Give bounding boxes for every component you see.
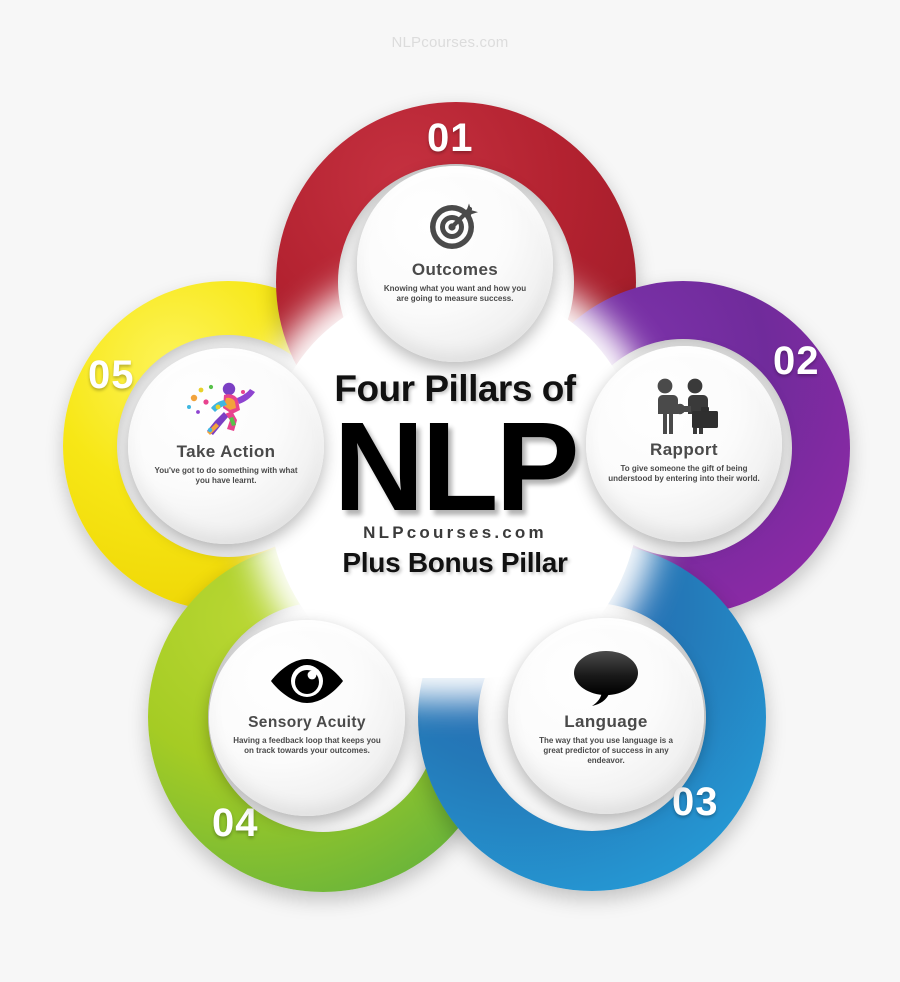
pillar-desc-language: The way that you use language is a great… xyxy=(539,736,673,766)
center-line-4: Plus Bonus Pillar xyxy=(342,546,568,578)
pillar-title-language: Language xyxy=(564,712,648,731)
pillar-desc-rapport: To give someone the gift of being unders… xyxy=(608,464,760,484)
speech-bubble-icon xyxy=(566,648,646,710)
ring-number-02: 02 xyxy=(773,339,820,383)
ring-number-05: 05 xyxy=(88,353,135,397)
ring-number-03: 03 xyxy=(672,780,719,824)
center-domain: NLPcourses.com xyxy=(363,522,547,542)
pillar-badge-language[interactable]: Language The way that you use language i… xyxy=(508,618,704,814)
center-acronym: NLP xyxy=(333,396,580,537)
eye-icon xyxy=(263,650,351,712)
pillar-desc-outcomes: Knowing what you want and how you are go… xyxy=(383,284,527,304)
ring-number-01: 01 xyxy=(427,116,474,160)
pillar-badge-take-action[interactable]: Take Action You've got to do something w… xyxy=(128,348,324,544)
running-man-icon xyxy=(180,378,272,440)
pillar-desc-sensory-acuity: Having a feedback loop that keeps you on… xyxy=(233,736,381,756)
target-icon xyxy=(426,196,484,258)
center-line-1: Four Pillars of xyxy=(334,368,576,409)
pillar-badge-outcomes[interactable]: Outcomes Knowing what you want and how y… xyxy=(357,166,553,362)
pillar-title-sensory-acuity: Sensory Acuity xyxy=(248,714,366,731)
center-title-block: Four Pillars of NLP NLPcourses.com Plus … xyxy=(250,370,660,579)
pillar-desc-take-action: You've got to do something with what you… xyxy=(154,466,298,486)
ring-number-04: 04 xyxy=(212,801,259,845)
pillar-title-rapport: Rapport xyxy=(650,440,718,459)
pillar-title-outcomes: Outcomes xyxy=(411,260,499,279)
pillar-title-take-action: Take Action xyxy=(176,442,276,461)
pillar-badge-rapport[interactable]: Rapport To give someone the gift of bein… xyxy=(586,346,782,542)
watermark-label: NLPcourses.com xyxy=(391,34,509,51)
pillar-badge-sensory-acuity[interactable]: Sensory Acuity Having a feedback loop th… xyxy=(209,620,405,816)
handshake-icon xyxy=(647,376,721,438)
